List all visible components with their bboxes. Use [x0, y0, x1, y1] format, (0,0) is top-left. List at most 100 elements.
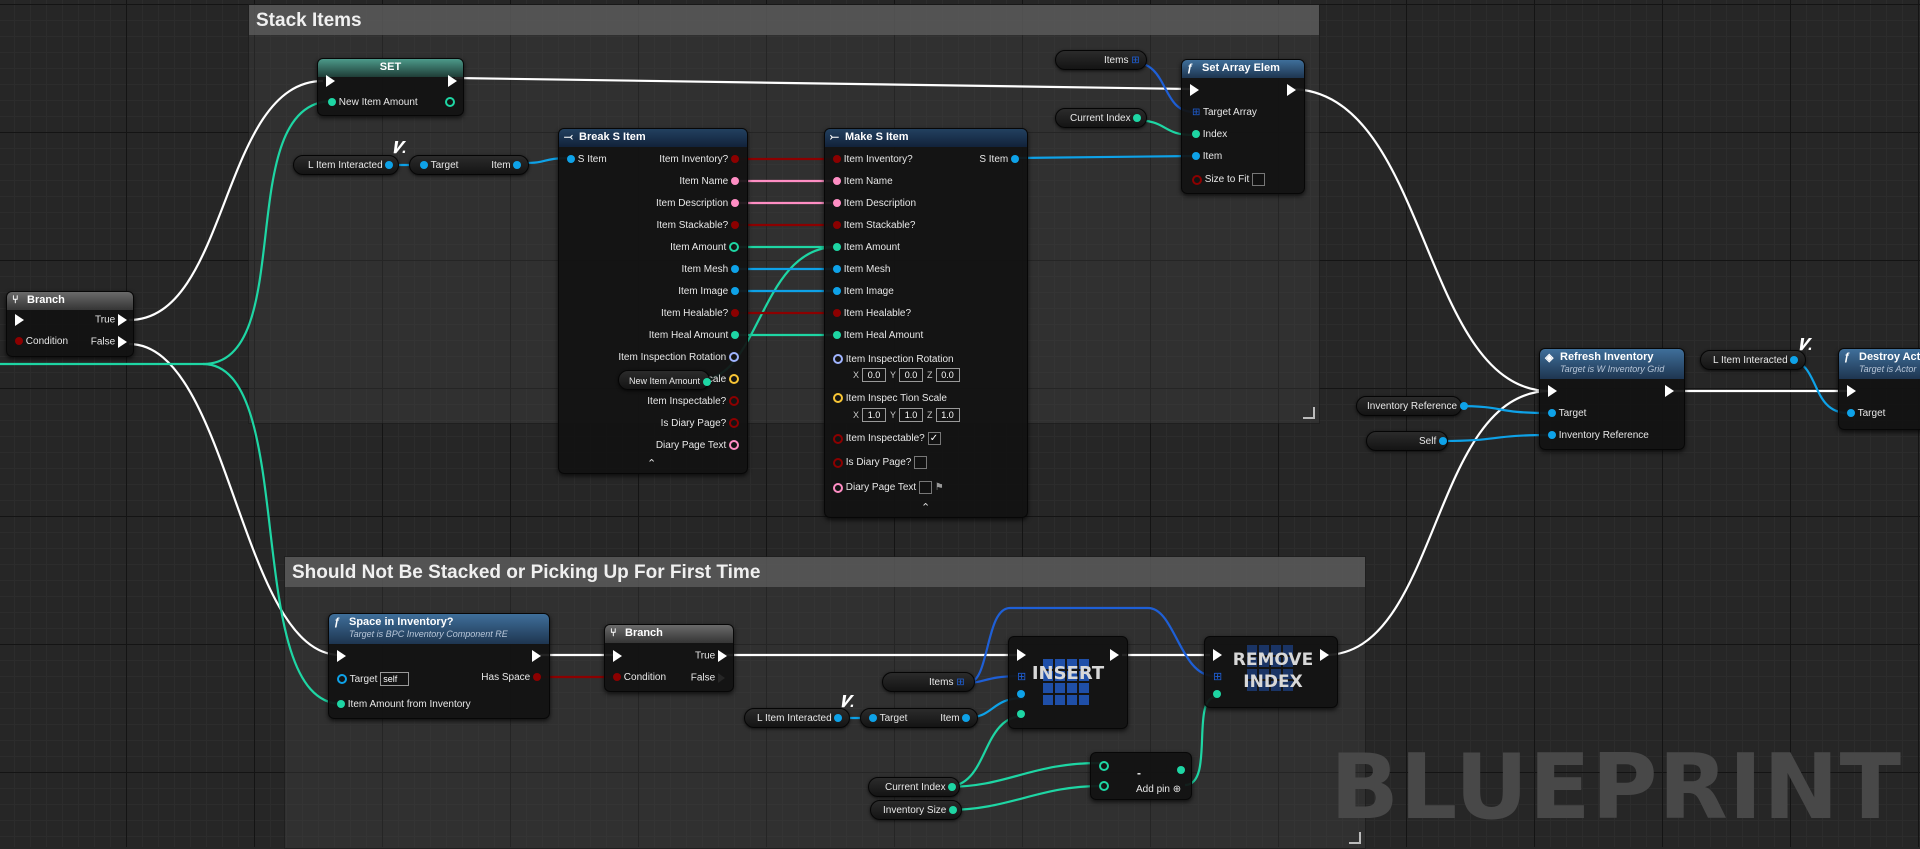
is-diary-pin[interactable]: Is Diary Page? [833, 456, 928, 469]
make-pin[interactable]: Item Name [833, 176, 893, 188]
self-getter[interactable]: Self [1366, 431, 1448, 451]
break-pin[interactable]: Item Inspectable? [647, 396, 739, 408]
false-pin[interactable]: False [691, 672, 727, 685]
b-pin[interactable] [1099, 781, 1109, 793]
exec-out-pin[interactable] [532, 650, 541, 663]
size-to-fit-pin[interactable]: Size to Fit [1192, 173, 1266, 186]
target-pin[interactable]: Target [1847, 408, 1885, 420]
exec-in-pin[interactable] [1190, 84, 1199, 97]
l-item-interacted-getter[interactable]: L Item Interacted [293, 155, 399, 175]
result-pin[interactable] [1177, 765, 1185, 777]
condition-pin[interactable]: Condition [613, 672, 666, 684]
inspectable-checkbox[interactable]: ✓ [927, 432, 941, 445]
inspectable-pin[interactable]: Item Inspectable? ✓ [833, 432, 941, 445]
size-to-fit-checkbox[interactable] [1252, 173, 1266, 186]
break-pin[interactable]: Item Inspection Rotation [618, 352, 739, 364]
new-item-amount-pin[interactable]: New Item Amount [328, 97, 418, 109]
scale-y-input[interactable]: 1.0 [899, 408, 924, 422]
break-pin[interactable]: Item Heal Amount [649, 330, 739, 342]
exec-in-pin[interactable] [1017, 649, 1026, 662]
make-pin[interactable]: Item Amount [833, 242, 900, 254]
make-pin[interactable]: Item Stackable? [833, 220, 916, 232]
branch-node-1[interactable]: ⑂Branch Condition True False [6, 291, 134, 357]
break-pin[interactable]: Item Description [656, 198, 739, 210]
has-space-pin[interactable]: Has Space [481, 672, 541, 684]
current-index-variable-getter[interactable]: Current Index [1055, 108, 1147, 128]
resize-grip[interactable] [1349, 832, 1361, 844]
break-s-item-node[interactable]: ⤙Break S Item S Item Item Inventory? Ite… [558, 128, 748, 474]
exec-in-pin[interactable] [1213, 649, 1222, 662]
scale-x-input[interactable]: 1.0 [862, 408, 887, 422]
array-pin[interactable]: ⊞ [1213, 671, 1222, 684]
true-pin[interactable]: True [695, 650, 727, 663]
a-pin[interactable] [1099, 761, 1109, 773]
make-pin[interactable]: Item Mesh [833, 264, 890, 276]
item-amount-from-inventory-pin[interactable]: Item Amount from Inventory [337, 699, 471, 711]
new-item-amount-getter[interactable]: New Item Amount [618, 370, 711, 390]
break-pin[interactable]: Item Mesh [682, 264, 739, 276]
break-pin[interactable]: Item Stackable? [657, 220, 739, 232]
target-pin[interactable]: Target self [337, 672, 413, 686]
index-pin[interactable] [1213, 689, 1221, 701]
exec-in-pin[interactable] [1548, 385, 1557, 398]
scale-z-input[interactable]: 1.0 [935, 408, 960, 422]
index-pin[interactable]: Index [1192, 129, 1227, 141]
inventory-reference-pin[interactable]: Inventory Reference [1548, 430, 1649, 442]
make-pin[interactable]: Item Heal Amount [833, 330, 923, 342]
make-pin[interactable]: Item Image [833, 286, 894, 298]
subtract-node[interactable]: - Add pin ⊕ [1090, 752, 1192, 800]
array-remove-index-node[interactable]: ⊞ REMOVE INDEX [1204, 636, 1338, 708]
rotation-x-input[interactable]: 0.0 [862, 368, 887, 382]
break-pin[interactable]: Item Healable? [661, 308, 739, 320]
add-pin-button[interactable]: Add pin ⊕ [1136, 784, 1182, 795]
inventory-reference-getter[interactable]: Inventory Reference [1356, 396, 1468, 416]
get-item-node[interactable]: Target Item [409, 155, 529, 175]
exec-in-pin[interactable] [326, 75, 335, 88]
exec-in-pin[interactable] [337, 650, 346, 663]
make-pin[interactable]: Item Inventory? [833, 154, 913, 166]
s-item-input-pin[interactable]: S Item [567, 154, 607, 166]
items-variable-getter[interactable]: Items ⊞ [1055, 50, 1147, 70]
rotation-z-input[interactable]: 0.0 [935, 368, 960, 382]
break-pin[interactable]: Item Image [678, 286, 739, 298]
index-pin[interactable] [1017, 709, 1025, 721]
inventory-size-getter[interactable]: Inventory Size [870, 800, 962, 820]
diary-text-input[interactable] [918, 481, 932, 494]
items-variable-getter-bottom[interactable]: Items ⊞ [882, 672, 975, 692]
s-item-output-pin[interactable]: S Item [979, 154, 1019, 166]
make-pin[interactable]: Item Description [833, 198, 916, 210]
exec-out-pin[interactable] [1665, 385, 1674, 398]
exec-out-pin[interactable] [448, 75, 457, 88]
is-diary-checkbox[interactable] [914, 456, 928, 469]
item-pin[interactable] [1017, 689, 1025, 701]
output-pin[interactable] [445, 97, 455, 109]
branch-node-2[interactable]: ⑂Branch Condition True False [604, 624, 734, 692]
array-pin[interactable]: ⊞ [1017, 671, 1026, 684]
exec-in-pin[interactable] [15, 314, 24, 327]
current-index-getter-bottom[interactable]: Current Index [868, 777, 960, 797]
set-node[interactable]: SET New Item Amount [317, 58, 464, 116]
collapse-arrow-icon[interactable]: ⌃ [647, 458, 657, 470]
target-self-input[interactable]: self [380, 672, 410, 686]
rotation-pin[interactable]: Item Inspection Rotation [833, 354, 954, 366]
l-item-interacted-getter-bottom[interactable]: L Item Interacted [744, 708, 850, 728]
break-pin[interactable]: Item Inventory? [659, 154, 739, 166]
exec-in-pin[interactable] [613, 650, 622, 663]
exec-out-pin[interactable] [1287, 84, 1296, 97]
target-array-pin[interactable]: ⊞ Target Array [1192, 107, 1257, 118]
exec-out-pin[interactable] [1110, 649, 1119, 662]
diary-text-pin[interactable]: Diary Page Text ⚑ [833, 481, 944, 494]
scale-pin[interactable]: Item Inspec Tion Scale [833, 393, 947, 405]
make-s-item-node[interactable]: ⤚Make S Item S Item Item Inventory? Item… [824, 128, 1028, 518]
break-pin[interactable]: Diary Page Text [656, 440, 739, 452]
collapse-arrow-icon[interactable]: ⌃ [921, 502, 931, 514]
break-pin[interactable]: Is Diary Page? [661, 418, 739, 430]
break-pin[interactable]: Item Name [679, 176, 739, 188]
true-pin[interactable]: True [95, 314, 127, 327]
l-item-interacted-getter-right[interactable]: L Item Interacted [1700, 350, 1806, 370]
break-pin[interactable]: Item Amount [670, 242, 739, 254]
